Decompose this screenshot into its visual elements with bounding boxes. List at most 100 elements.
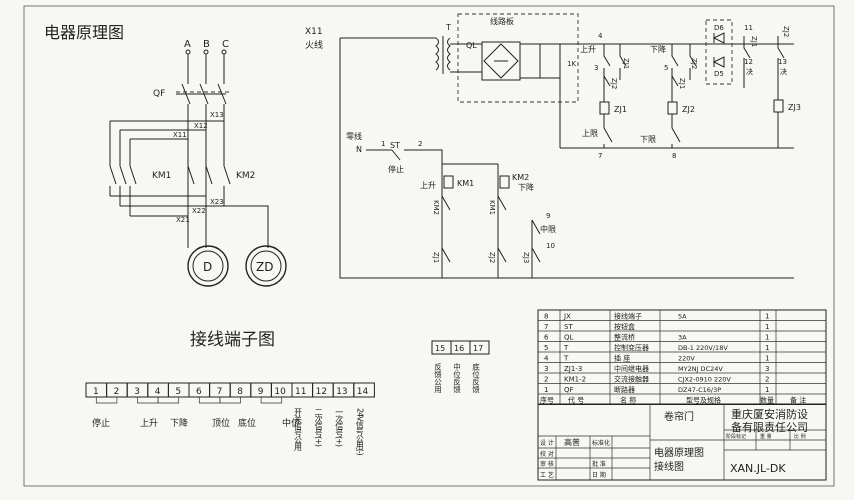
km1-label: KM1	[152, 171, 171, 181]
motor-d-label: D	[203, 260, 212, 274]
km2-interlock-label: KM2	[432, 200, 440, 215]
terminal-number: 12	[316, 387, 327, 397]
part-no: 1	[544, 386, 548, 394]
terminal-jumper	[198, 397, 221, 404]
terminal-number: 13	[336, 387, 347, 397]
part-no: 6	[544, 334, 549, 342]
rectifier-label: QL	[466, 41, 477, 50]
terminal-jumper	[137, 397, 159, 404]
stop-switch	[366, 149, 443, 164]
wire-x23: X23	[210, 198, 224, 206]
terminal-jumper	[95, 397, 118, 404]
phase-c-terminal	[221, 49, 227, 55]
transformer-primary	[435, 37, 439, 71]
lower-limit-switch	[671, 127, 681, 148]
terminal-title: 接线端子图	[190, 330, 275, 350]
review-label: 审 核	[540, 460, 554, 468]
phase-c-label: C	[222, 39, 229, 50]
diode-d5	[712, 56, 725, 68]
km2-contacts	[187, 165, 231, 206]
phase-a-label: A	[184, 39, 191, 50]
node-5: 5	[664, 64, 668, 72]
drawing-name-1: 电器原理图	[654, 446, 704, 459]
terminal-group-label: 下降	[170, 417, 188, 429]
zj1-interlock-label: ZJ1	[678, 78, 686, 89]
parts-header-no: 序号	[540, 396, 554, 405]
part-name: 控制变压器	[614, 343, 649, 352]
terminal-jumper	[260, 397, 283, 404]
part-qty: 2	[765, 376, 769, 384]
part-qty: 3	[765, 365, 769, 373]
km1-interlock-label: KM1	[488, 200, 496, 215]
up-label: 上升	[580, 45, 596, 54]
mid-switch	[531, 219, 541, 242]
mid-label: 中限	[540, 224, 556, 234]
fire-line-id: X11	[305, 27, 323, 37]
neutral-label: 零线	[346, 131, 362, 141]
phase-a-terminal	[185, 49, 191, 55]
part-spec: CJX2-0910 220V	[678, 376, 731, 384]
terminal-number: 4	[155, 387, 161, 397]
down-button	[671, 44, 697, 96]
terminal-group-label: 停止	[92, 417, 110, 429]
diode-d5-label: D5	[714, 70, 724, 78]
zj1-contact-label: ZJ1	[622, 58, 630, 69]
terminal-number: 9	[258, 387, 264, 397]
board-label: 线路板	[490, 16, 514, 26]
node-11: 11	[744, 24, 753, 32]
part-qty: 1	[765, 355, 769, 363]
terminal-number: 3	[134, 387, 140, 397]
rectifier-bridge	[481, 41, 521, 81]
design-label: 设 计	[540, 439, 554, 447]
check-label: 校 对	[540, 450, 554, 458]
node-13: 13	[778, 58, 787, 66]
zj2-contact-label: ZJ2	[690, 58, 698, 69]
transformer-label: T	[445, 23, 451, 32]
wire-x22: X22	[192, 207, 206, 215]
part-code: QF	[564, 386, 574, 394]
diode-d6	[712, 32, 725, 44]
drawing-code: XAN.JL-DK	[730, 462, 786, 475]
part-qty: 1	[765, 386, 769, 394]
control-return	[339, 38, 794, 279]
terminal-number: 2	[114, 387, 120, 397]
node-12: 12	[744, 58, 753, 66]
part-spec: DB-1 220V/18V	[678, 344, 728, 352]
terminal-vertical-label: 24V信号公用(-)	[355, 408, 364, 456]
wire-x12: X12	[194, 122, 208, 130]
part-qty: 1	[765, 344, 769, 352]
node-4: 4	[598, 32, 603, 40]
terminal-number: 7	[217, 387, 223, 397]
control-branch	[441, 163, 533, 278]
km1-coil-label: KM1	[457, 179, 474, 188]
part-code: ZJ1-3	[564, 365, 582, 373]
interlocks	[441, 195, 507, 211]
node-1: 1	[381, 140, 385, 148]
zj3-coil-label: ZJ3	[788, 103, 801, 112]
fire-line-label: 火线	[305, 39, 323, 51]
drawing-border	[23, 5, 835, 487]
parts-header-code: 代 号	[568, 396, 584, 405]
parts-header-name: 名 称	[620, 396, 636, 405]
feedback-label: 底位反馈	[471, 362, 480, 395]
zj2-coil-label: ZJ2	[682, 105, 695, 114]
date-label: 日 期	[592, 471, 606, 479]
stop-switch-label: ST	[390, 141, 400, 150]
terminal-group-label: 底位	[238, 417, 256, 429]
part-no: 8	[544, 313, 548, 321]
parts-header-note: 备 注	[790, 396, 806, 405]
part-no: 2	[544, 376, 548, 384]
node-2: 2	[418, 140, 422, 148]
diode-box	[705, 19, 733, 85]
km1-left-branch	[109, 121, 131, 166]
zj3-bottom-label: ZJ3	[522, 252, 530, 263]
diode-d6-label: D6	[714, 24, 724, 32]
part-name: 中间继电器	[614, 364, 649, 373]
company-line-1: 重庆厦安消防设	[731, 407, 808, 421]
design-name: 高普	[564, 437, 580, 447]
transformer-secondary	[442, 36, 451, 74]
motor-zd-inner	[250, 250, 282, 282]
resistor-label: 1K	[567, 60, 576, 68]
zj1-bottom-label: ZJ1	[432, 252, 440, 263]
